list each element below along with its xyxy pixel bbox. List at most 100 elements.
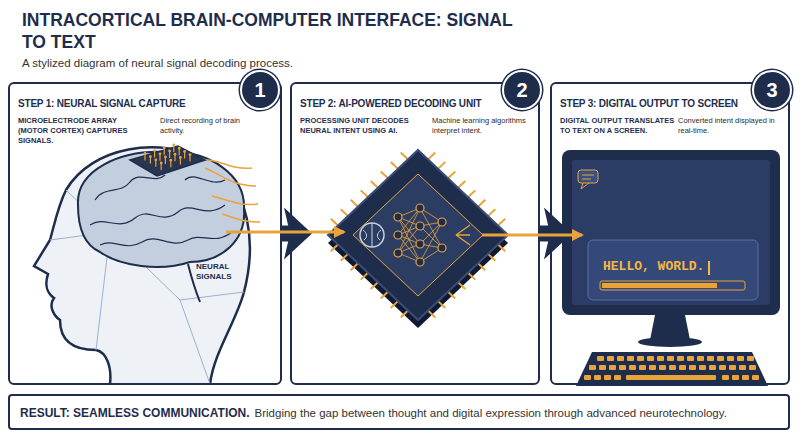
keyboard-key — [709, 365, 716, 370]
callout-number: 1 — [254, 80, 265, 100]
diagram-caption: A stylized diagram of neural signal deco… — [22, 57, 293, 69]
chip-pin — [361, 190, 368, 197]
keyboard-key — [639, 365, 646, 370]
network-node — [416, 240, 424, 248]
monitor-base — [638, 337, 702, 347]
keyboard-key — [739, 365, 746, 370]
step-number: 2 — [502, 70, 542, 110]
result-heading: RESULT: SEAMLESS COMMUNICATION. — [20, 406, 250, 420]
keyboard-key — [719, 365, 726, 370]
electrode-tip — [178, 147, 181, 150]
step-panel: STEP 1: NEURAL SIGNAL CAPTURE MICROELECTR… — [8, 82, 282, 385]
electrode-tip — [144, 152, 147, 155]
callout-number: 3 — [766, 80, 777, 100]
step-description: MICROELECTRODE ARRAY (MOTOR CORTEX) CAPT… — [18, 116, 133, 146]
keyboard-key — [617, 356, 624, 361]
step-note: Machine learning algorithms interpret in… — [432, 116, 530, 136]
keyboard-key — [689, 365, 696, 370]
output-icon — [456, 225, 470, 245]
chip-pin — [401, 153, 408, 160]
keyboard-keys — [584, 356, 759, 380]
keyboard-key — [699, 365, 706, 370]
keyboard-key — [629, 365, 636, 370]
chat-icon-tail — [581, 175, 594, 189]
electrode-tip — [154, 158, 157, 161]
network-link — [398, 226, 420, 253]
chip-pin — [381, 292, 388, 299]
keyboard-key — [619, 365, 626, 370]
head-outline — [34, 147, 250, 384]
keyboard-key — [659, 365, 666, 370]
chip-pin — [351, 200, 358, 207]
keyboard-key — [667, 356, 674, 361]
step-description: DIGITAL OUTPUT TRANSLATES TO TEXT ON A S… — [560, 116, 676, 136]
step-panel: STEP 2: AI-POWERED DECODING UNITPROCESSI… — [290, 82, 540, 385]
chip-pin — [468, 190, 475, 197]
electrode-tip — [179, 156, 182, 159]
keyboard-key — [729, 365, 736, 370]
chip-pin — [498, 244, 505, 251]
keyboard-key — [747, 356, 754, 361]
screen-text: HELLO, WORLD. — [603, 259, 704, 274]
result-box: RESULT: SEAMLESS COMMUNICATION. Bridging … — [8, 394, 790, 430]
flow-arrow — [282, 226, 290, 242]
step-description: PROCESSING UNIT DECODES NEURAL INTENT US… — [300, 116, 420, 136]
signal-arrow — [226, 231, 344, 234]
network-node — [438, 218, 446, 226]
keyboard-key — [752, 375, 759, 380]
chip-pin — [401, 311, 408, 318]
electrode-tip — [159, 152, 162, 155]
chip-pin — [331, 244, 338, 251]
brain-fold — [90, 175, 232, 246]
chip-pin — [478, 263, 485, 270]
chip-pins — [331, 153, 506, 318]
keyboard-key — [584, 375, 591, 380]
keyboard-key — [647, 356, 654, 361]
network-node — [416, 204, 424, 212]
keyboard-key — [737, 356, 744, 361]
step-note: Direct recording of brain activity. — [160, 116, 252, 136]
keyboard-key — [599, 365, 606, 370]
monitor-screen — [572, 160, 770, 305]
electrode-tip — [163, 146, 166, 149]
electrode-tip — [172, 144, 175, 147]
keyboard-key — [722, 375, 729, 380]
step-heading: STEP 1: NEURAL SIGNAL CAPTURE — [18, 98, 186, 109]
neural-network-icon — [394, 204, 446, 266]
electrode-array — [130, 146, 205, 176]
keyboard-key — [732, 375, 739, 380]
step-heading: STEP 3: DIGITAL OUTPUT TO SCREEN — [560, 98, 738, 109]
chip-pin — [428, 311, 435, 318]
progress-bar — [600, 281, 745, 290]
electrode-tip — [160, 162, 163, 165]
network-node — [394, 249, 402, 257]
keyboard-key — [727, 356, 734, 361]
network-node — [394, 231, 402, 239]
chip-pin — [331, 219, 338, 226]
signal-arrow — [482, 234, 582, 237]
electrode-tip — [183, 150, 186, 153]
keyboard-key — [697, 356, 704, 361]
result-text: Bridging the gap between thought and dig… — [255, 407, 727, 419]
keyboard-key — [627, 356, 634, 361]
chip-pin — [361, 273, 368, 280]
chip-pin — [488, 209, 495, 216]
chip-pin — [488, 254, 495, 261]
progress-fill — [602, 283, 717, 288]
chip-pin — [371, 181, 378, 188]
network-node — [416, 258, 424, 266]
signal-wires — [200, 160, 260, 222]
keyboard-key — [742, 375, 749, 380]
keyboard-key — [597, 356, 604, 361]
keyboard-key — [649, 365, 656, 370]
step-number: 3 — [752, 70, 792, 110]
keyboard-key — [707, 356, 714, 361]
brain-icon-fold — [363, 223, 381, 247]
chip-pin — [351, 263, 358, 270]
brain-icon — [360, 223, 384, 247]
network-node — [438, 244, 446, 252]
chip-pin — [391, 301, 398, 308]
step-note: Converted intent displayed in real-time. — [678, 116, 782, 136]
chip-pin — [341, 254, 348, 261]
